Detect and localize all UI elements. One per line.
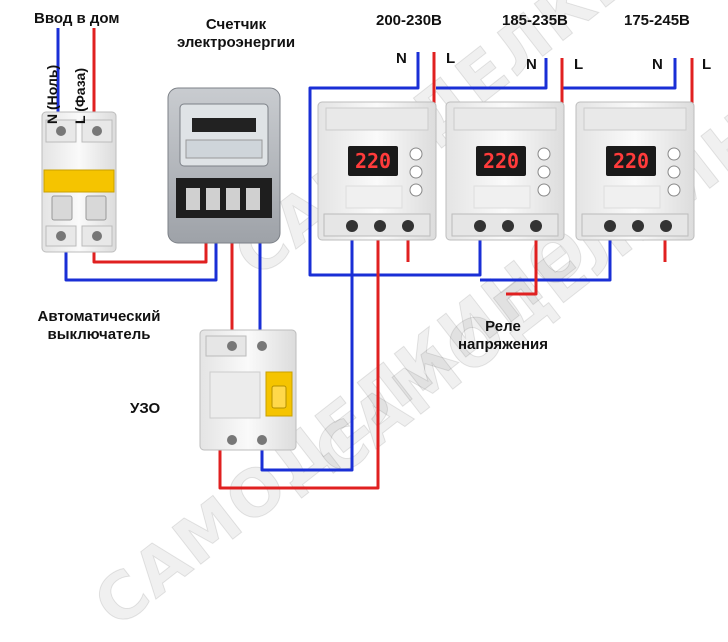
label-breaker-line1: Автоматический: [37, 308, 161, 325]
label-rcd: УЗО: [130, 400, 161, 417]
label-meter: Счетчик электроэнергии: [156, 16, 316, 52]
breaker-to-meter-phase: [92, 240, 208, 264]
rcd-device: [199, 329, 297, 451]
relay-l-label-1: L: [446, 50, 456, 67]
meter-terminals: [186, 188, 260, 210]
label-breaker-line2: выключатель: [47, 326, 151, 343]
circuit-breaker: [41, 111, 117, 253]
relay1-to-relay2-neutral: [352, 235, 482, 277]
label-relay-line1: Реле: [485, 318, 521, 335]
label-phase: L (Фаза): [72, 68, 88, 124]
label-relay-line2: напряжения: [458, 336, 548, 353]
relay-display-1: 220: [355, 149, 391, 173]
label-neutral: N (Ноль): [44, 64, 60, 124]
relay2-out-phase: [506, 235, 538, 296]
phase-wires: [92, 28, 694, 490]
label-meter-line1: Счетчик: [205, 16, 267, 33]
relay-n-label-3: N: [652, 56, 663, 73]
relay-range-label-3: 175-245В: [624, 12, 690, 29]
label-home-input: Ввод в дом: [34, 10, 120, 27]
relay-range-label-2: 185-235В: [502, 12, 568, 29]
label-breaker: Автоматический выключатель: [14, 308, 184, 344]
n-feed-relay1: [308, 52, 420, 277]
n-feed-relay3: [562, 58, 677, 90]
voltage-relay-1: 220: [317, 101, 437, 241]
voltage-relay-3: 220: [575, 101, 695, 241]
relay-display-3: 220: [613, 149, 649, 173]
relay-n-label-2: N: [526, 56, 537, 73]
breaker-to-meter-neutral: [64, 240, 218, 282]
label-meter-line2: электроэнергии: [176, 34, 296, 51]
relay-range-label-1: 200-230В: [376, 12, 442, 29]
rcd-to-relay-phase: [218, 240, 380, 490]
label-relay: Реле напряжения: [438, 318, 568, 354]
electricity-meter: [167, 87, 281, 244]
wiring-diagram: САМОДЕЛКИНО САМОДЕЛКИНО САМОДЕЛКИНО: [14, 0, 728, 642]
relay-l-label-2: L: [574, 56, 584, 73]
relay-l-label-3: L: [702, 56, 712, 73]
rcd-to-relay-neutral: [260, 240, 354, 472]
voltage-relays: 220 220 220: [317, 101, 695, 241]
neutral-wires: [56, 28, 677, 472]
relay2-to-relay3-neutral: [480, 235, 612, 282]
relay-n-label-1: N: [396, 50, 407, 67]
relay-display-2: 220: [483, 149, 519, 173]
n-feed-relay2: [436, 58, 548, 90]
voltage-relay-2: 220: [445, 101, 565, 241]
wiring-svg: 220 220 220: [41, 28, 695, 490]
